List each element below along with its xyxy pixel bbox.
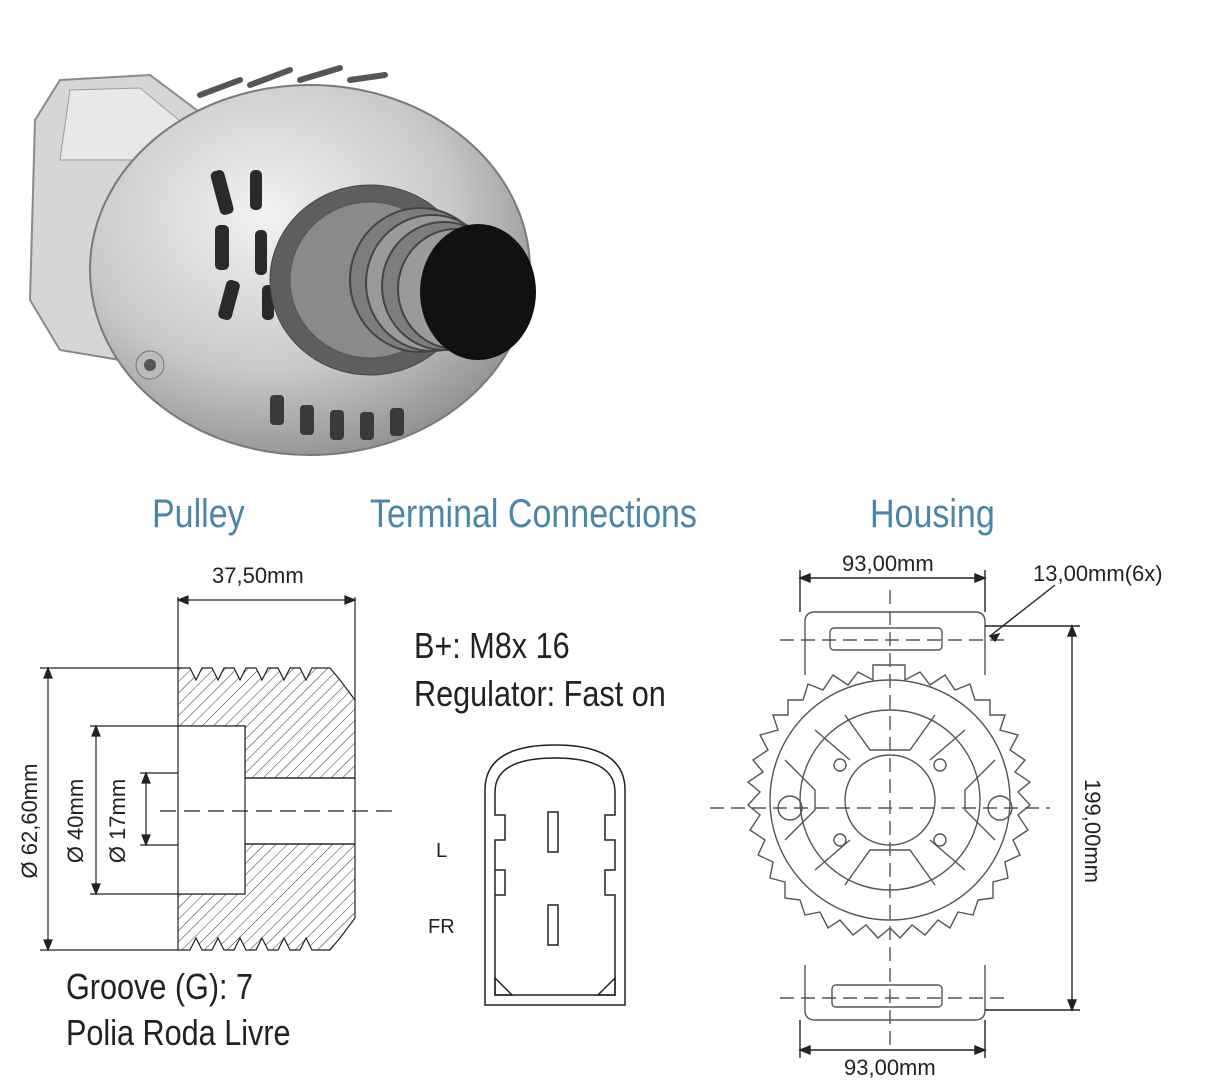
housing-bottom-width-label: 93,00mm [844, 1055, 936, 1080]
terminal-connector [484, 744, 626, 1006]
pulley-width-label: 37,50mm [212, 563, 304, 588]
section-title-pulley: Pulley [152, 492, 245, 536]
pulley-groove-count: Groove (G): 7 [66, 966, 254, 1007]
pin-label-l: L [436, 840, 448, 862]
pulley-bore-diameter-label: Ø 40mm [63, 778, 88, 864]
housing-drawing [710, 570, 1080, 1058]
housing-hole-label: 13,00mm(6x) [1033, 561, 1163, 586]
alternator-photo [28, 65, 536, 456]
pulley-shaft-diameter-label: Ø 17mm [105, 778, 130, 864]
pulley-outer-diameter-label: Ø 62,60mm [17, 763, 42, 879]
housing-top-width-label: 93,00mm [842, 551, 934, 576]
pulley-drawing [40, 595, 392, 952]
pin-label-fr: FR [428, 916, 455, 938]
section-title-housing: Housing [870, 492, 995, 536]
pulley-type: Polia Roda Livre [66, 1012, 291, 1053]
terminal-regulator-spec: Regulator: Fast on [414, 673, 666, 714]
section-title-terminal-connections: Terminal Connections [370, 492, 697, 536]
terminal-bplus-spec: B+: M8x 16 [414, 625, 570, 666]
housing-height-label: 199,00mm [1080, 779, 1105, 883]
